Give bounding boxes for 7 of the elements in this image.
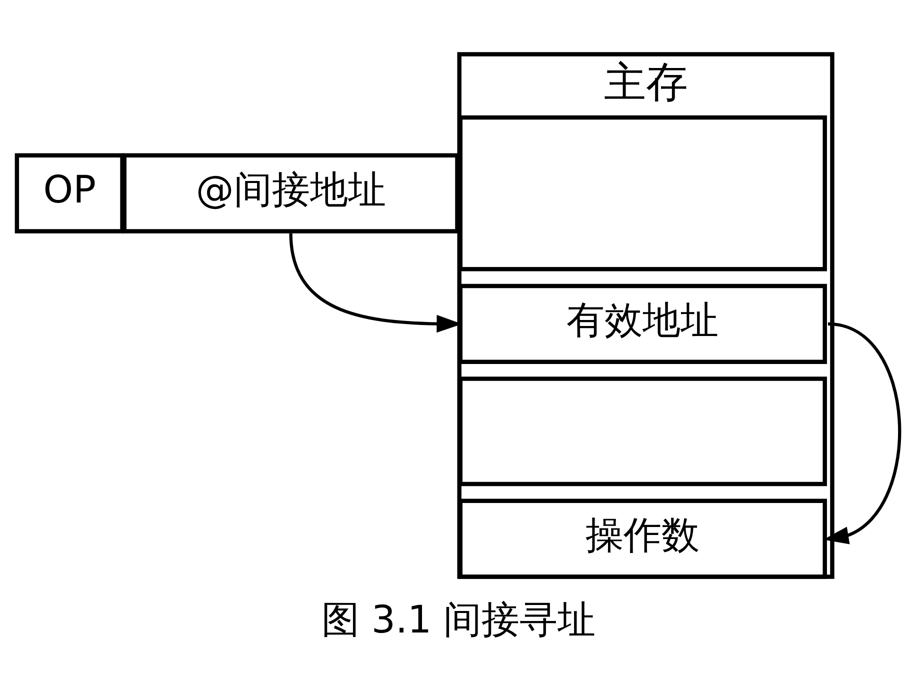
node-box: [458, 376, 827, 486]
node-box: @间接地址: [122, 153, 460, 234]
node-box: [458, 115, 827, 272]
node-box: 操作数: [458, 498, 827, 579]
caption: 图 3.1 间接寻址: [321, 597, 596, 642]
node-box: OP: [14, 153, 124, 234]
node-box: 有效地址: [458, 284, 827, 364]
